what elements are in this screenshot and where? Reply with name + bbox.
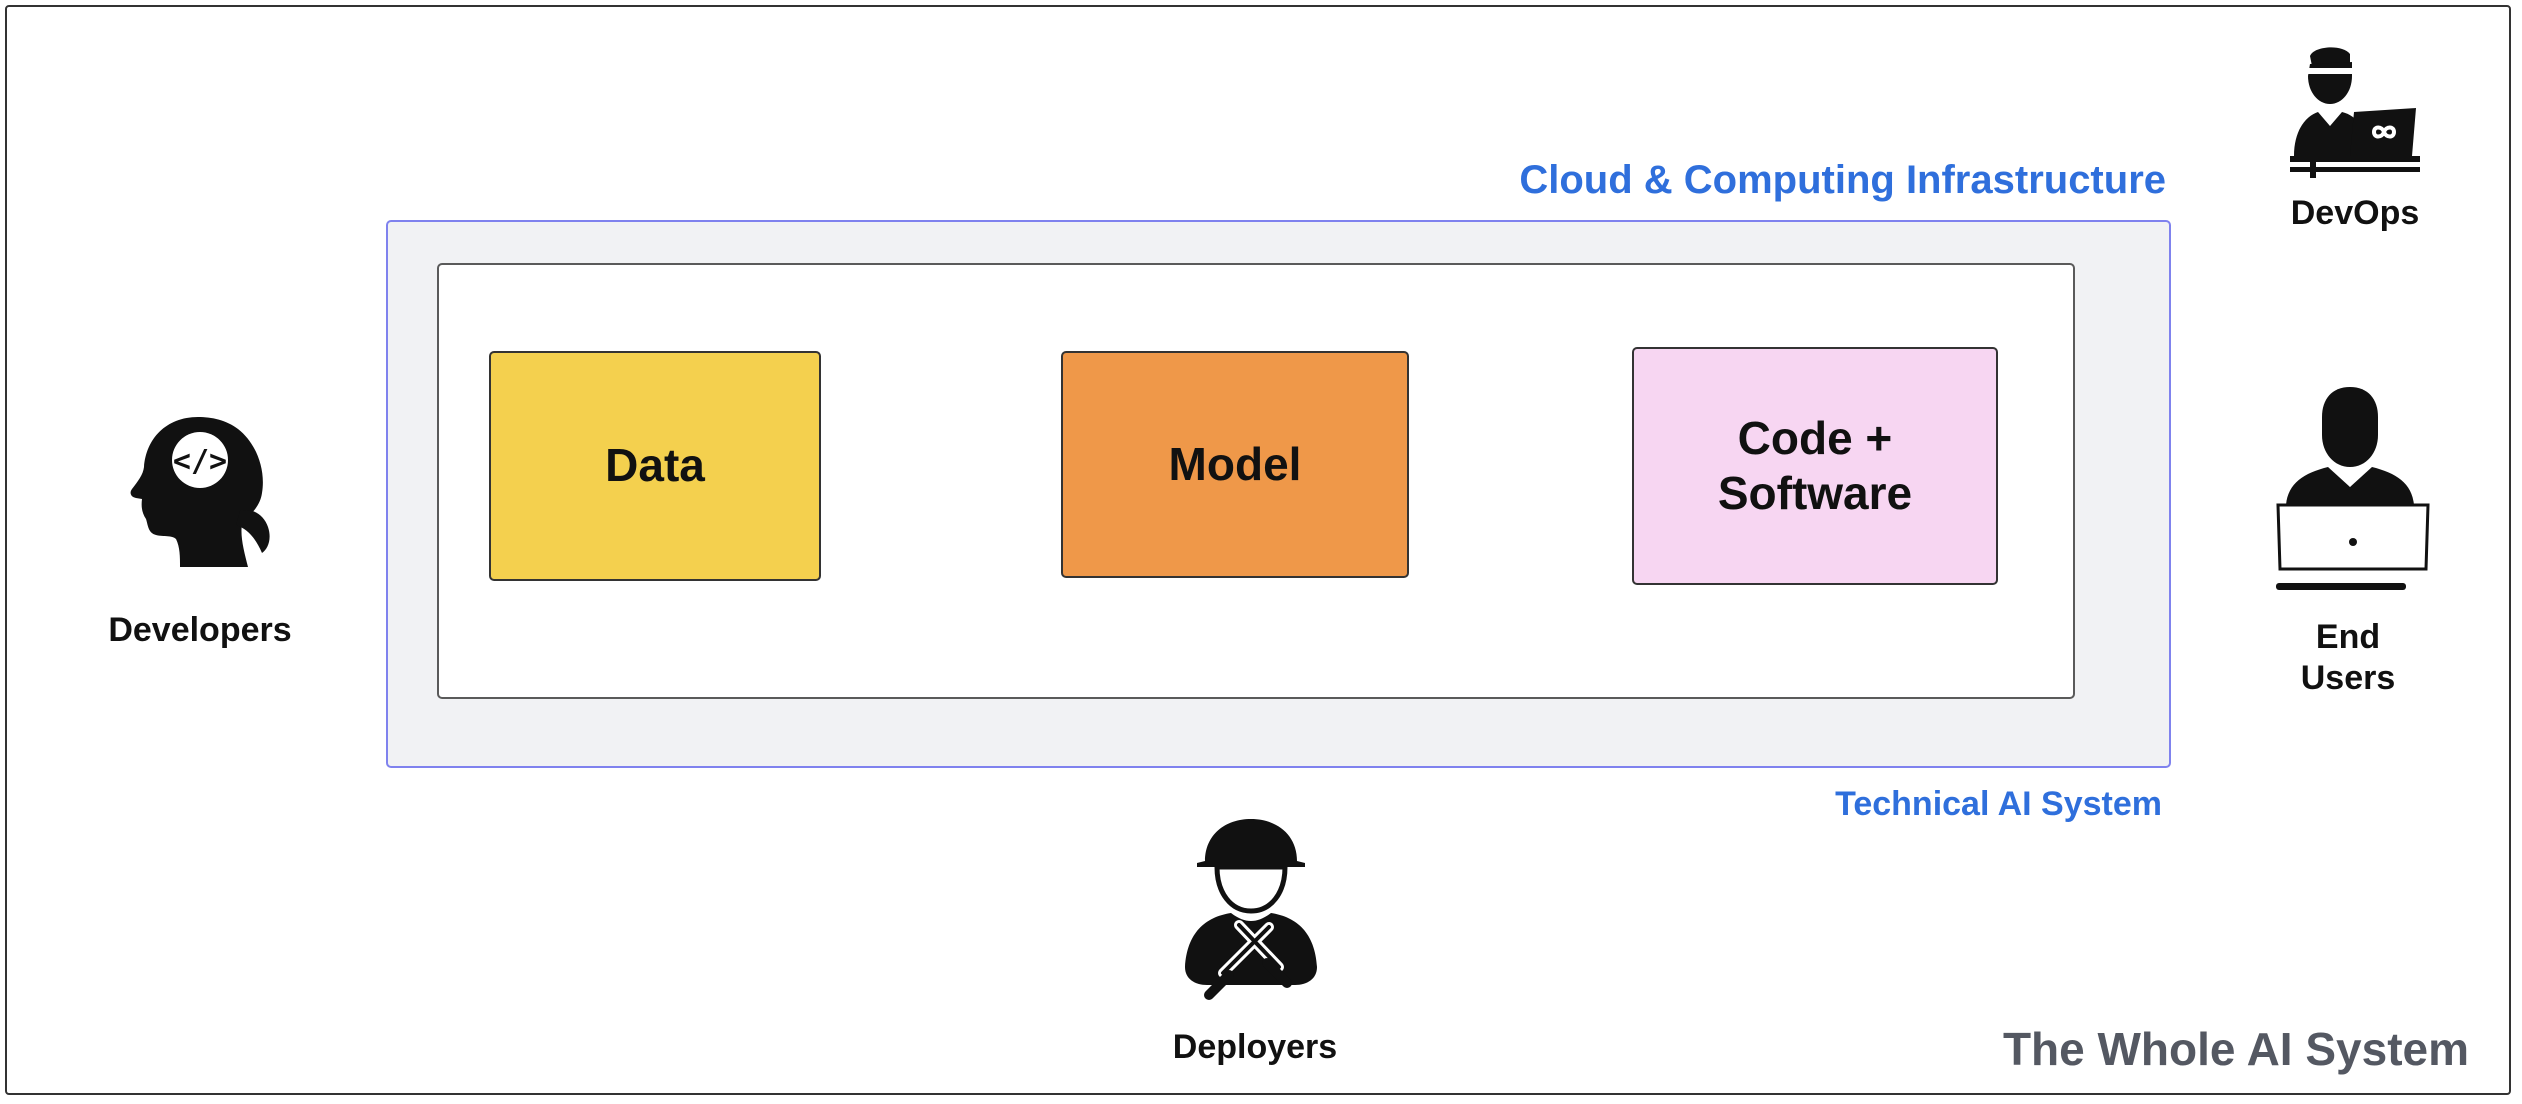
infrastructure-label: Cloud & Computing Infrastructure xyxy=(1519,158,2166,202)
model-component: Model xyxy=(1061,351,1409,578)
whole-ai-system-frame xyxy=(5,5,2511,1095)
devops-laptop-icon xyxy=(2290,47,2420,178)
svg-text:</>: </> xyxy=(173,444,227,479)
devops-label: DevOps xyxy=(2290,194,2420,232)
code-software-component: Code + Software xyxy=(1632,347,1998,585)
user-laptop-icon xyxy=(2276,387,2430,590)
deployers-label: Deployers xyxy=(1172,1028,1338,1066)
worker-helmet-wrench-icon xyxy=(1185,819,1317,1000)
technical-system-label: Technical AI System xyxy=(1835,785,2162,823)
whole-system-title: The Whole AI System xyxy=(2002,1023,2469,1075)
data-component: Data xyxy=(489,351,821,581)
developers-label: Developers xyxy=(108,611,292,649)
developer-head-code-icon: </> xyxy=(130,417,270,567)
end-users-label: End Users xyxy=(2300,618,2396,698)
